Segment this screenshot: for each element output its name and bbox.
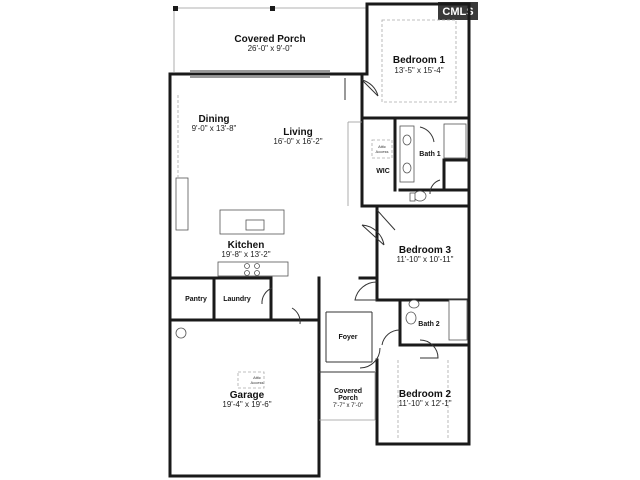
svg-text:Living: Living <box>283 127 312 138</box>
label-pantry: Pantry <box>185 296 207 303</box>
svg-text:Covered Porch: Covered Porch <box>234 34 305 45</box>
label-bedroom-2: Bedroom 2 11'-10" x 12'-1" <box>398 389 451 408</box>
label-kitchen: Kitchen 19'-8" x 13'-2" <box>221 240 270 259</box>
svg-text:Dining: Dining <box>198 114 229 125</box>
svg-text:Kitchen: Kitchen <box>228 240 265 251</box>
label-dining: Dining 9'-0" x 13'-8" <box>192 114 237 133</box>
label-bedroom-3: Bedroom 3 11'-10" x 10'-11" <box>397 245 454 264</box>
svg-text:19'-4" x 19'-6": 19'-4" x 19'-6" <box>222 400 271 409</box>
door-swings <box>261 78 441 369</box>
rear-slider <box>190 70 330 78</box>
svg-text:9'-0" x 13'-8": 9'-0" x 13'-8" <box>192 124 237 133</box>
svg-text:26'-0" x 9'-0": 26'-0" x 9'-0" <box>248 44 293 53</box>
label-living: Living 16'-0" x 16'-2" <box>273 127 322 146</box>
svg-text:WIC: WIC <box>376 168 390 175</box>
logo-text: CMLS <box>442 6 473 18</box>
bath2-fixtures <box>405 299 468 341</box>
svg-text:Bedroom 1: Bedroom 1 <box>393 55 446 66</box>
svg-text:Attic: Attic <box>378 144 386 149</box>
label-bedroom-1: Bedroom 1 13'-5" x 15'-4" <box>393 55 446 75</box>
ceiling-outlines <box>177 19 457 440</box>
label-laundry: Laundry <box>223 296 251 303</box>
svg-text:Garage: Garage <box>230 390 265 401</box>
svg-text:Bedroom 2: Bedroom 2 <box>399 389 452 400</box>
svg-text:16'-0" x 16'-2": 16'-0" x 16'-2" <box>273 137 322 146</box>
label-foyer: Foyer <box>338 334 357 341</box>
bath1-fixtures <box>399 123 467 202</box>
svg-text:11'-10" x 12'-1": 11'-10" x 12'-1" <box>398 399 451 408</box>
svg-text:Porch: Porch <box>338 395 358 402</box>
label-bath-1: Bath 1 <box>419 151 441 158</box>
label-covered-porch-rear: Covered Porch 26'-0" x 9'-0" <box>234 34 305 53</box>
kitchen-counter <box>175 177 289 277</box>
svg-text:Foyer: Foyer <box>338 334 357 341</box>
svg-text:Bedroom 3: Bedroom 3 <box>399 245 452 256</box>
svg-text:Bath 1: Bath 1 <box>419 151 441 158</box>
svg-text:Access: Access <box>251 380 264 385</box>
label-bath-2: Bath 2 <box>418 321 440 328</box>
label-covered-porch-front: Covered Porch 7'-7" x 7'-0" <box>333 388 363 409</box>
interior-walls <box>168 72 471 421</box>
water-heater <box>175 327 187 339</box>
svg-text:Attic: Attic <box>253 375 261 380</box>
label-wic: WIC <box>376 168 390 175</box>
attic-access-garage: Attic Access <box>237 371 265 389</box>
kitchen-island <box>219 209 285 235</box>
svg-text:Laundry: Laundry <box>223 296 251 303</box>
svg-text:19'-8" x 13'-2": 19'-8" x 13'-2" <box>221 250 270 259</box>
svg-text:7'-7" x 7'-0": 7'-7" x 7'-0" <box>333 403 363 409</box>
svg-text:Bath 2: Bath 2 <box>418 321 440 328</box>
exterior-walls <box>168 2 471 478</box>
svg-text:Covered: Covered <box>334 388 362 395</box>
svg-text:13'-5" x 15'-4": 13'-5" x 15'-4" <box>394 66 443 75</box>
svg-text:Access: Access <box>376 149 389 154</box>
svg-text:Pantry: Pantry <box>185 296 207 303</box>
attic-access-wic: Attic Access <box>371 139 393 159</box>
label-garage: Garage 19'-4" x 19'-6" <box>222 390 271 409</box>
svg-text:11'-10" x 10'-11": 11'-10" x 10'-11" <box>397 255 454 264</box>
